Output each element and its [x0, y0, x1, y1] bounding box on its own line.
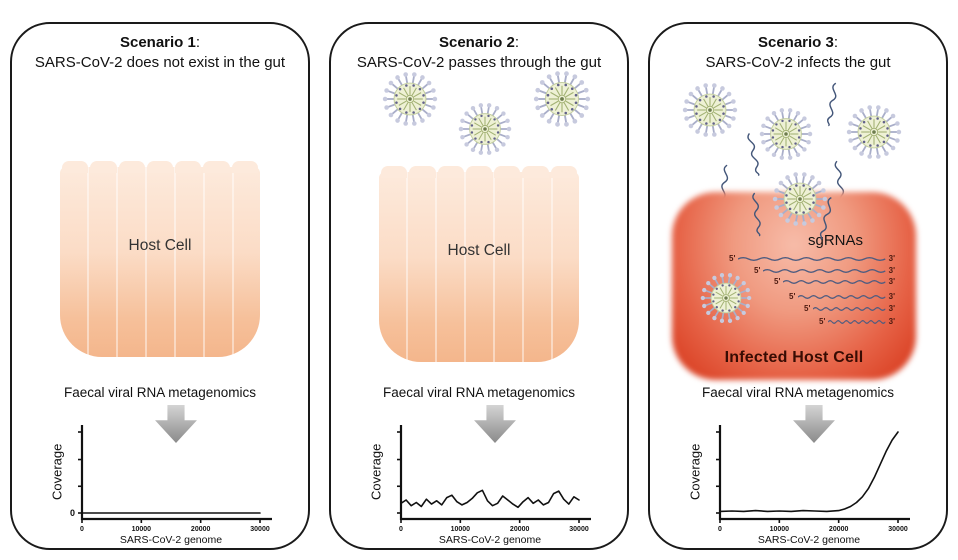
three-prime-label: 3': [888, 266, 895, 275]
scenario-3-title-colon: :: [833, 34, 839, 51]
sgRNA-wave-icon: [828, 320, 886, 324]
sgRNA-strand: 5' 3': [789, 292, 895, 302]
coverage-plot: 0 10000 20000 30000 0: [70, 425, 272, 533]
three-prime-label: 3': [888, 292, 895, 301]
coronavirus-particle-icon: [457, 102, 513, 156]
host-cell-label: Host Cell: [447, 242, 511, 259]
three-prime-label: 3': [888, 317, 895, 326]
x-axis-label: SARS-CoV-2 genome: [438, 534, 542, 546]
coronavirus-particle-icon: [699, 272, 753, 324]
scenario-3-title: Scenario 3: SARS-CoV-2 infects the gut: [650, 24, 946, 74]
scenario-2-title: Scenario 2: SARS-CoV-2 passes through th…: [331, 24, 627, 74]
coverage-plot: 0 10000 20000 30000: [716, 425, 910, 533]
svg-text:20000: 20000: [191, 526, 211, 533]
coverage-plot: 0 10000 20000 30000: [397, 425, 591, 533]
five-prime-label: 5': [754, 266, 761, 275]
sgRNA-wave-icon: [813, 307, 886, 311]
rna-strand-icon: [825, 82, 839, 127]
svg-text:20000: 20000: [829, 526, 849, 533]
svg-text:10000: 10000: [451, 526, 471, 533]
y-axis-label: Coverage: [687, 443, 703, 501]
host-cell-brush-border: [381, 166, 577, 178]
sgRNA-strand: 5' 3': [804, 304, 895, 314]
scenario-1-title-colon: :: [195, 34, 201, 51]
sgRNA-strand: 5' 3': [774, 277, 895, 287]
x-axis-label: SARS-CoV-2 genome: [119, 534, 223, 546]
scenario-3-title-bold: Scenario 3: [757, 34, 834, 51]
scenario-2-panel: Scenario 2: SARS-CoV-2 passes through th…: [329, 22, 629, 550]
assay-label: Faecal viral RNA metagenomics: [382, 385, 576, 400]
coronavirus-particle-icon: [758, 107, 814, 161]
sgRNA-strand: 5' 3': [819, 317, 895, 327]
host-cell: Host Cell: [379, 166, 579, 362]
five-prime-label: 5': [789, 292, 796, 301]
host-cell-brush-border: [62, 161, 258, 173]
three-prime-label: 3': [888, 304, 895, 313]
five-prime-label: 5': [774, 277, 781, 286]
svg-text:0: 0: [80, 526, 84, 533]
scenario-1-title-bold: Scenario 1: [119, 34, 196, 51]
three-prime-label: 3': [888, 277, 895, 286]
sgRNA-strand: 5' 3': [729, 254, 895, 264]
down-block-arrow-icon: [793, 404, 835, 444]
infected-host-cell-label: Infected Host Cell: [724, 349, 864, 366]
coronavirus-particle-icon: [771, 171, 829, 227]
sgRNA-wave-icon: [738, 257, 886, 261]
sgRNA-wave-icon: [783, 280, 886, 284]
svg-text:10000: 10000: [770, 526, 790, 533]
five-prime-label: 5': [819, 317, 826, 326]
assay-label: Faecal viral RNA metagenomics: [701, 385, 895, 400]
five-prime-label: 5': [804, 304, 811, 313]
scenario-1-title: Scenario 1: SARS-CoV-2 does not exist in…: [12, 24, 308, 74]
scenario-1-panel: Scenario 1: SARS-CoV-2 does not exist in…: [10, 22, 310, 550]
x-axis-label: SARS-CoV-2 genome: [757, 534, 861, 546]
y-axis-label: Coverage: [49, 443, 65, 501]
svg-text:20000: 20000: [510, 526, 530, 533]
scenario-2-title-bold: Scenario 2: [438, 34, 515, 51]
coronavirus-particle-icon: [845, 104, 903, 160]
sgRNA-strand: 5' 3': [754, 266, 895, 276]
five-prime-label: 5': [729, 254, 736, 263]
y-axis-label: Coverage: [368, 443, 384, 501]
down-block-arrow-icon: [474, 404, 516, 444]
coverage-chart-1: Coverage 0 10000 20000 30000 0 SARS-CoV-2 ge…: [48, 420, 276, 546]
svg-text:0: 0: [718, 526, 722, 533]
scenario-3-panel: Scenario 3: SARS-CoV-2 infects the gut s…: [648, 22, 948, 550]
scenario-1-subtitle: SARS-CoV-2 does not exist in the gut: [34, 54, 286, 72]
sgRNA-wave-icon: [798, 295, 886, 299]
host-cell: Host Cell: [60, 161, 260, 357]
scenario-3-subtitle: SARS-CoV-2 infects the gut: [705, 54, 891, 72]
three-prime-label: 3': [888, 254, 895, 263]
svg-text:0: 0: [399, 526, 403, 533]
scenario-2-subtitle: SARS-CoV-2 passes through the gut: [356, 54, 602, 72]
assay-label: Faecal viral RNA metagenomics: [63, 385, 257, 400]
svg-text:10000: 10000: [132, 526, 152, 533]
svg-text:30000: 30000: [250, 526, 270, 533]
coronavirus-particle-icon: [381, 71, 439, 127]
down-block-arrow-icon: [155, 404, 197, 444]
coverage-chart-3: Coverage 0 10000 20000 30000 SARS-CoV-2 gen…: [686, 420, 914, 546]
svg-text:30000: 30000: [888, 526, 908, 533]
sgRNA-wave-icon: [763, 269, 886, 273]
scenario-2-title-colon: :: [514, 34, 520, 51]
coronavirus-particle-icon: [532, 70, 592, 128]
svg-text:30000: 30000: [569, 526, 589, 533]
coronavirus-particle-icon: [681, 82, 739, 138]
host-cell-label: Host Cell: [128, 237, 192, 254]
coverage-chart-2: Coverage 0 10000 20000 30000 SARS-CoV-2 gen…: [367, 420, 595, 546]
svg-text:0: 0: [70, 508, 75, 518]
